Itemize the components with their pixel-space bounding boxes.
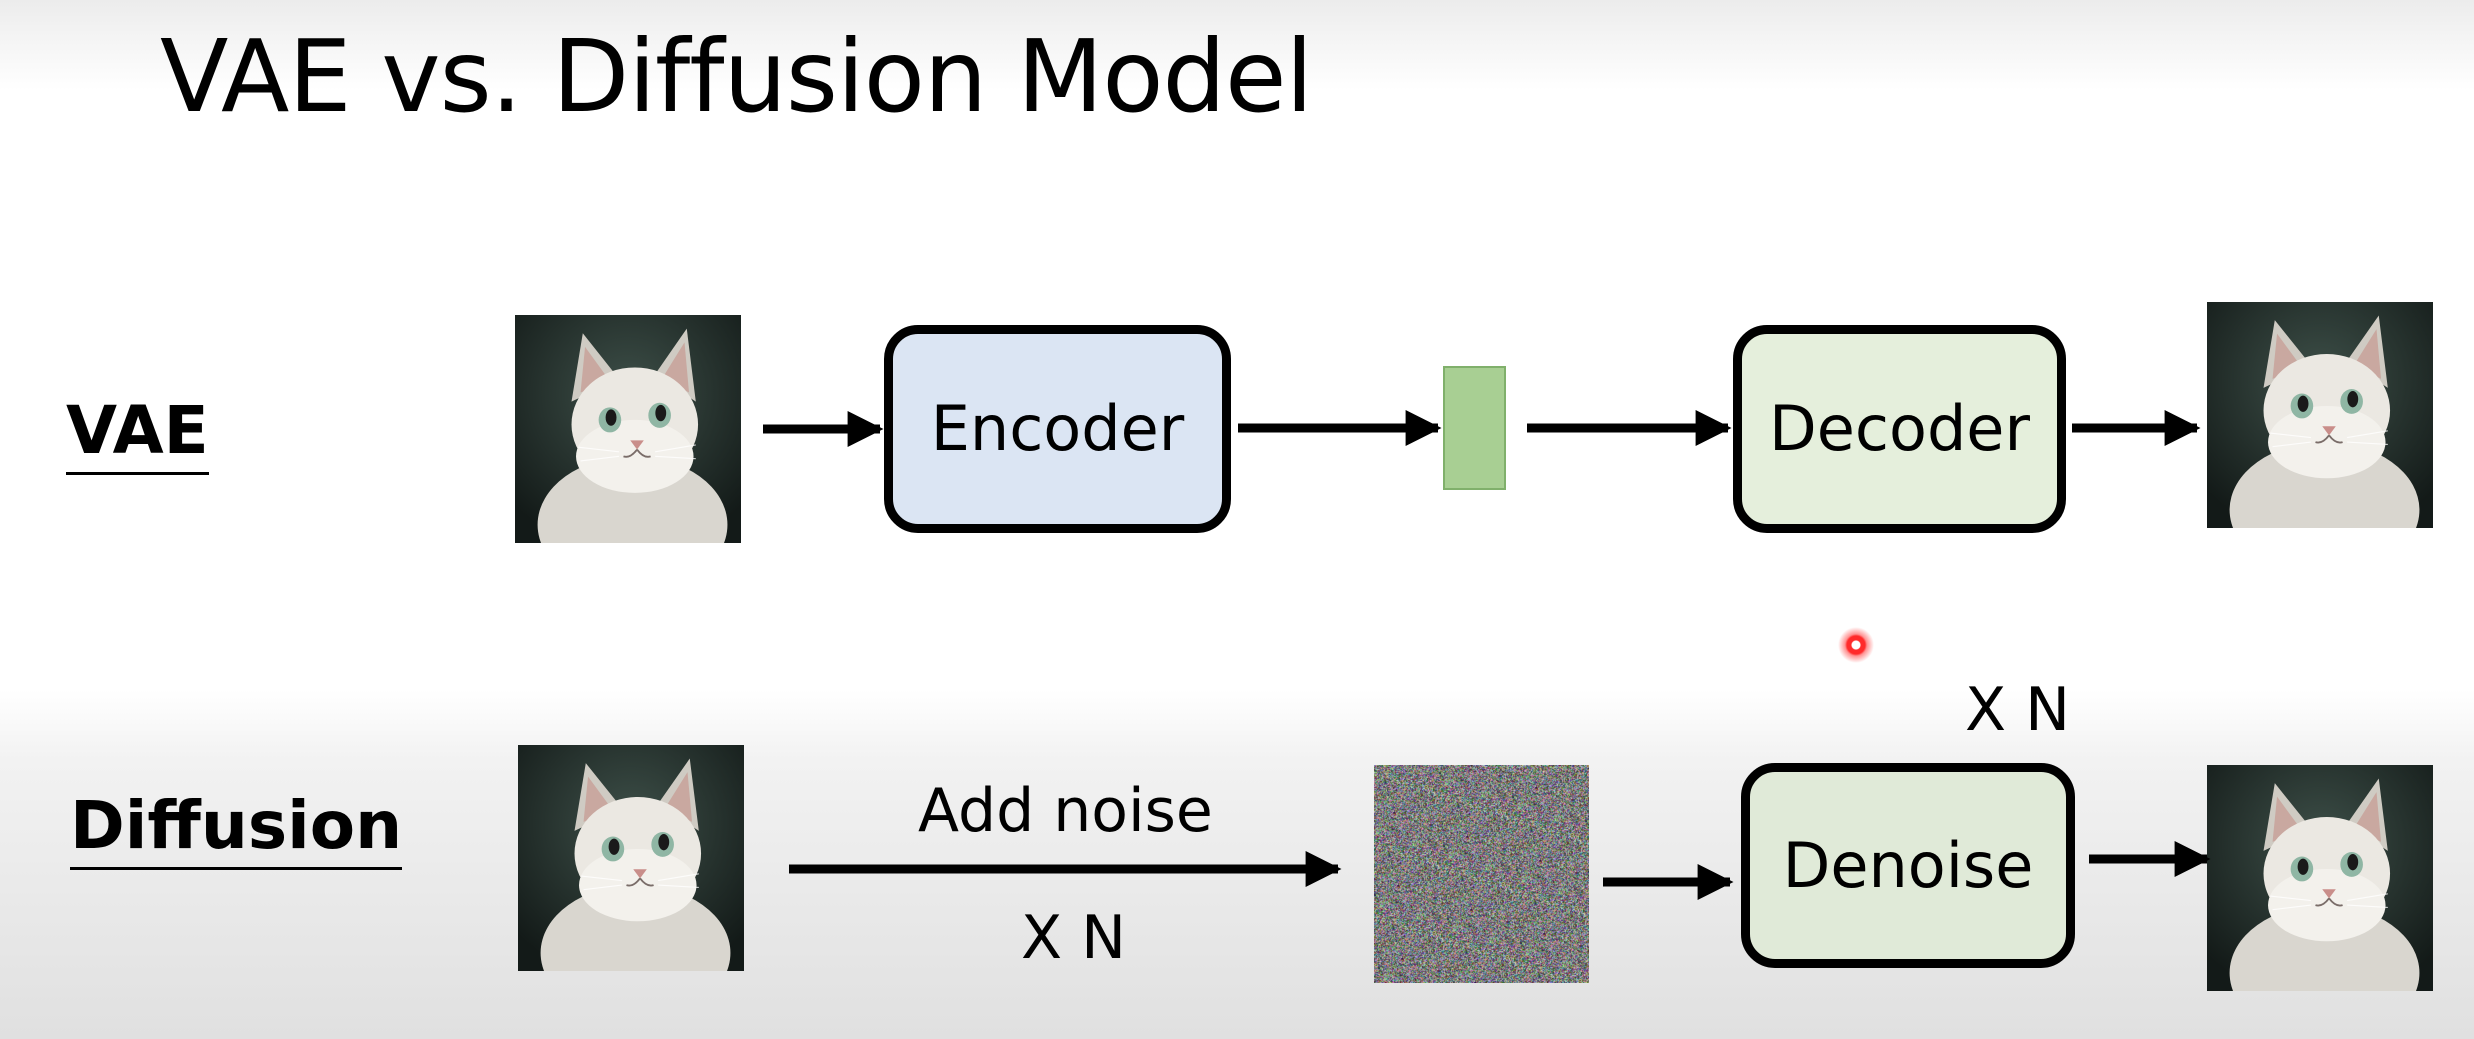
decoder-box: Decoder	[1733, 325, 2066, 533]
latent-vector	[1443, 366, 1506, 490]
noise-image	[1374, 765, 1589, 983]
encoder-label: Encoder	[930, 392, 1185, 465]
denoise-box: Denoise	[1741, 763, 2075, 968]
diffusion-output-cat-image	[2207, 765, 2433, 991]
laser-pointer-icon	[1838, 627, 1874, 663]
decoder-label: Decoder	[1769, 392, 2030, 465]
denoise-label: Denoise	[1782, 828, 2034, 902]
page-title: VAE vs. Diffusion Model	[160, 18, 1313, 135]
vae-output-cat-image	[2207, 302, 2433, 528]
encoder-box: Encoder	[884, 325, 1231, 533]
denoise-repeat-label: X N	[1965, 675, 2071, 745]
add-noise-repeat-label: X N	[1021, 903, 1127, 973]
diffusion-row-label: Diffusion	[70, 793, 403, 870]
noise-canvas	[1374, 765, 1589, 983]
vae-input-cat-image	[515, 315, 741, 543]
diffusion-input-cat-image	[518, 745, 744, 971]
add-noise-label: Add noise	[918, 776, 1213, 846]
vae-row-label: VAE	[66, 398, 209, 475]
